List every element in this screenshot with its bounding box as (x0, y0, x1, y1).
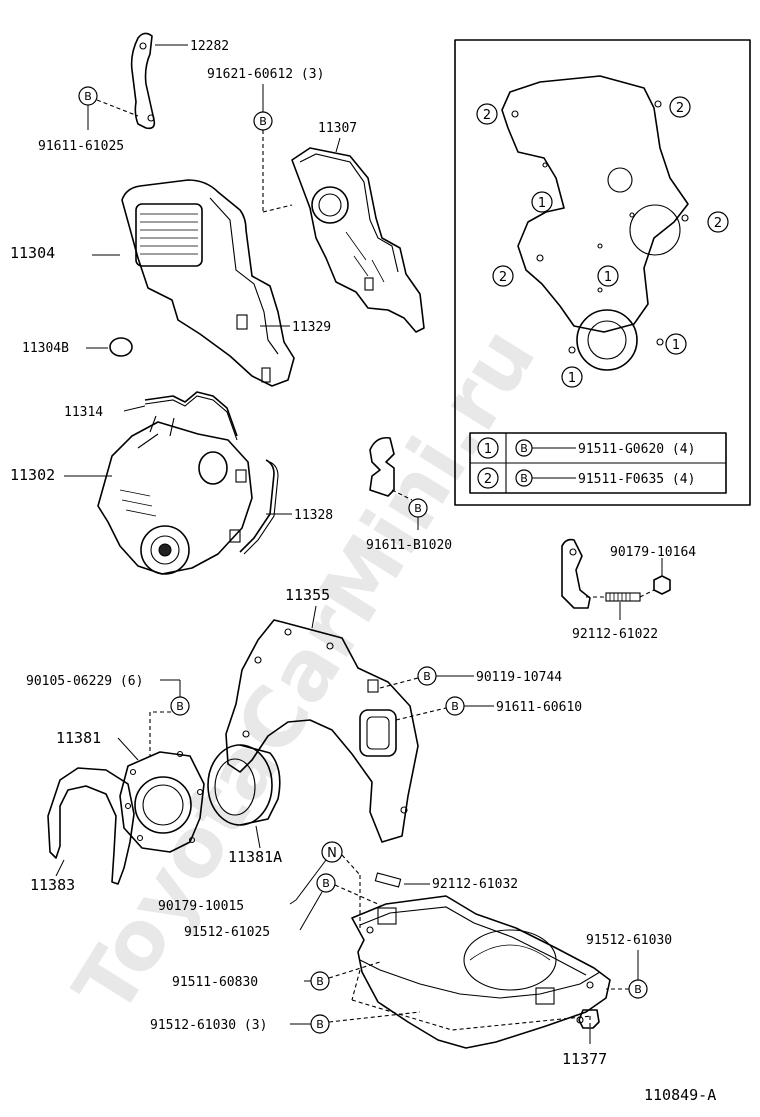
svg-text:1: 1 (568, 371, 576, 386)
bolt-b-91512-61025: B (316, 873, 336, 893)
timing-belt-cover-no2-11304[interactable] (121, 179, 295, 387)
table-row: 2 B 91511-F0635 (4) (477, 467, 695, 489)
marker-2: 2 (707, 211, 729, 233)
symbol-n: N (327, 846, 337, 861)
symbol-b: B (423, 670, 431, 683)
table-part: 91511-F0635 (4) (578, 472, 695, 487)
bolt-table: 1 B 91511-G0620 (4) 2 B 91511-F0635 (4) (469, 432, 727, 494)
bolt-b-91511-60830: B (310, 971, 330, 991)
bolt-b-91611-60610: B (445, 696, 465, 716)
table-symbol: B (520, 472, 528, 485)
timing-belt-cover-no3-11307[interactable] (291, 147, 425, 333)
label-90179-10015: 90179-10015 (158, 899, 244, 914)
engine-hanger-bracket[interactable] (369, 436, 395, 497)
symbol-b: B (84, 90, 92, 103)
label-11355: 11355 (285, 586, 330, 604)
symbol-b: B (322, 877, 330, 890)
bolt-b-91611-61025: B (78, 86, 98, 106)
stud-92112-61032[interactable] (374, 872, 402, 888)
label-90119-10744: 90119-10744 (476, 670, 562, 685)
stud-92112-61022[interactable] (605, 592, 641, 602)
label-91512-61030: 91512-61030 (586, 933, 672, 948)
symbol-b: B (316, 975, 324, 988)
label-90105-06229: 90105-06229 (6) (26, 674, 143, 689)
label-91611-B1020: 91611-B1020 (366, 538, 452, 553)
label-11377: 11377 (562, 1050, 607, 1068)
marker-1: 1 (665, 333, 687, 355)
label-91611-61025: 91611-61025 (38, 139, 124, 154)
label-11307: 11307 (318, 121, 357, 136)
marker-1: 1 (531, 191, 553, 213)
bolt-b-91512-61030: B (628, 979, 648, 999)
label-11314: 11314 (64, 405, 103, 420)
gasket-11314[interactable] (144, 391, 238, 441)
label-12282: 12282 (190, 39, 229, 54)
oil-seal-retainer-11381[interactable] (119, 750, 205, 853)
label-11383: 11383 (30, 876, 75, 894)
marker-1: 1 (561, 366, 583, 388)
table-part: 91511-G0620 (4) (578, 442, 695, 457)
svg-text:2: 2 (676, 101, 684, 116)
symbol-b: B (451, 700, 459, 713)
marker-2: 2 (492, 265, 514, 287)
drain-plug-11377[interactable] (578, 1009, 600, 1029)
label-91511-60830: 91511-60830 (172, 975, 258, 990)
bolt-b-91512-61030-3: B (310, 1014, 330, 1034)
marker-1: 1 (597, 265, 619, 287)
nut-90179-10164[interactable] (653, 575, 671, 595)
symbol-b: B (259, 115, 267, 128)
svg-text:1: 1 (604, 270, 612, 285)
table-row: 1 B 91511-G0620 (4) (477, 437, 695, 459)
marker-2: 2 (476, 103, 498, 125)
table-symbol: B (520, 442, 528, 455)
bolt-b-90119-10744: B (417, 666, 437, 686)
label-11381: 11381 (56, 729, 101, 747)
label-92112-61032: 92112-61032 (432, 877, 518, 892)
label-91512-61025: 91512-61025 (184, 925, 270, 940)
end-plate-11355[interactable] (225, 619, 419, 843)
symbol-b: B (176, 700, 184, 713)
table-mark: 2 (484, 472, 492, 487)
label-11329: 11329 (292, 320, 331, 335)
svg-text:1: 1 (538, 196, 546, 211)
table-mark: 1 (484, 442, 492, 457)
label-91512-61030-3: 91512-61030 (3) (150, 1018, 267, 1033)
bracket-right[interactable] (561, 538, 591, 609)
label-11304B: 11304B (22, 341, 69, 356)
marker-2: 2 (669, 96, 691, 118)
svg-text:1: 1 (672, 338, 680, 353)
svg-text:2: 2 (499, 270, 507, 285)
gasket-11328[interactable] (239, 459, 279, 555)
symbol-b: B (316, 1018, 324, 1031)
label-91611-60610: 91611-60610 (496, 700, 582, 715)
bolt-location-inset (454, 39, 751, 506)
bolt-b-90105-06229: B (170, 696, 190, 716)
svg-text:2: 2 (714, 216, 722, 231)
label-90179-10164: 90179-10164 (610, 545, 696, 560)
svg-text:2: 2 (483, 108, 491, 123)
plug-11304B[interactable] (109, 337, 133, 357)
symbol-b: B (414, 502, 422, 515)
engine-hanger-12282[interactable] (130, 32, 156, 130)
label-11381A: 11381A (228, 848, 282, 866)
timing-belt-cover-no1-11302[interactable] (97, 415, 253, 575)
oil-pan-11101[interactable] (351, 895, 611, 1049)
symbol-b: B (634, 983, 642, 996)
bolt-b-91621-60612: B (253, 111, 273, 131)
gasket-11383[interactable] (47, 767, 135, 885)
label-11302: 11302 (10, 466, 55, 484)
figure-id: 110849-A (644, 1086, 716, 1104)
oil-seal-11381A[interactable] (207, 744, 281, 826)
label-11328: 11328 (294, 508, 333, 523)
nut-n-90179-10015: N (321, 841, 343, 863)
label-92112-61022: 92112-61022 (572, 627, 658, 642)
bolt-b-91611-B1020: B (408, 498, 428, 518)
label-91621-60612: 91621-60612 (3) (207, 67, 324, 82)
label-11304: 11304 (10, 244, 55, 262)
